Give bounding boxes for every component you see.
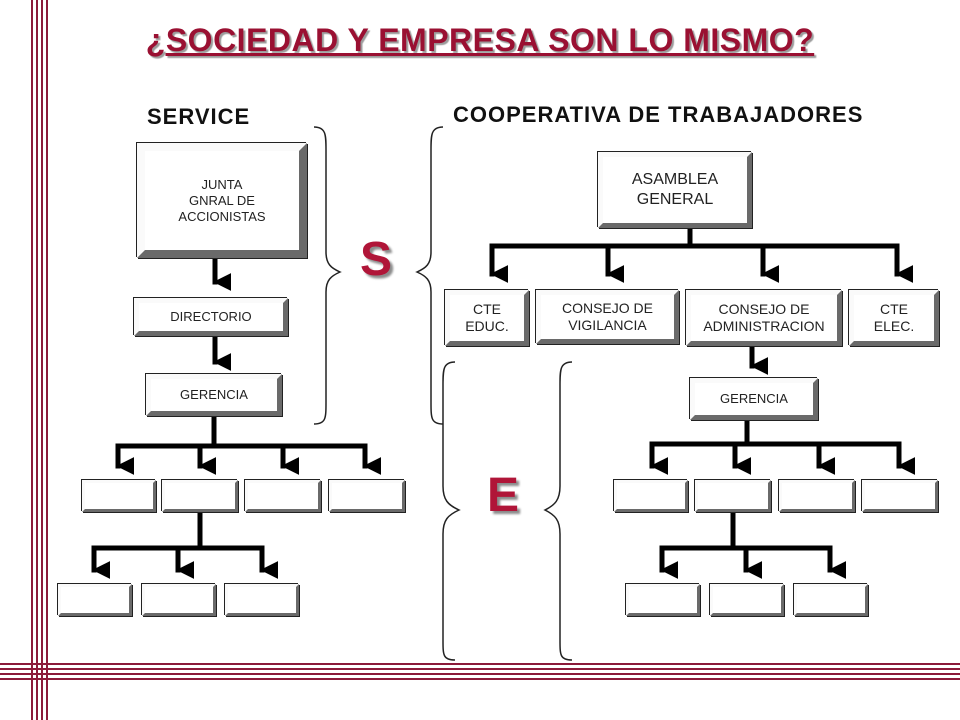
gerencia-right-box: GERENCIA bbox=[690, 378, 818, 420]
right-l2-box-1 bbox=[614, 480, 688, 512]
left-l2-box-2 bbox=[162, 480, 238, 512]
gerencia-right-label: GERENCIA bbox=[720, 391, 788, 406]
right-l2-box-3 bbox=[779, 480, 855, 512]
left-l2-box-1 bbox=[82, 480, 156, 512]
cte-educ-box: CTE EDUC. bbox=[445, 290, 529, 346]
consejo-vigilancia-line-2: VIGILANCIA bbox=[568, 317, 647, 333]
consejo-vigilancia-line-1: CONSEJO DE bbox=[561, 300, 653, 316]
cte-elec-box: CTE ELEC. bbox=[849, 290, 939, 346]
letter-s: S bbox=[360, 233, 393, 286]
consejo-administracion-line-1: CONSEJO DE bbox=[718, 301, 810, 317]
cte-elec-line-1: CTE bbox=[880, 301, 908, 317]
left-l3-box-3 bbox=[225, 584, 299, 616]
brace-e-right bbox=[543, 361, 573, 661]
right-l2-box-2 bbox=[695, 480, 771, 512]
asamblea-line-1: ASAMBLEA bbox=[631, 171, 719, 188]
junta-line-3: ACCIONISTAS bbox=[178, 208, 266, 224]
right-l3-box-2 bbox=[710, 584, 784, 616]
asamblea-box: ASAMBLEA GENERAL bbox=[598, 152, 752, 228]
right-l2-box-4 bbox=[862, 480, 938, 512]
cte-elec-line-2: ELEC. bbox=[873, 318, 915, 334]
junta-box: JUNTA GNRAL DE ACCIONISTAS bbox=[137, 143, 307, 258]
directorio-box: DIRECTORIO bbox=[134, 298, 288, 336]
gerencia-left-box: GERENCIA bbox=[146, 374, 282, 416]
right-l3-box-1 bbox=[626, 584, 700, 616]
consejo-vigilancia-box: CONSEJO DE VIGILANCIA bbox=[536, 290, 679, 344]
directorio-label: DIRECTORIO bbox=[170, 309, 252, 324]
left-l2-box-4 bbox=[329, 480, 405, 512]
cte-educ-line-2: EDUC. bbox=[465, 318, 509, 334]
left-l3-box-2 bbox=[142, 584, 216, 616]
letter-e: E bbox=[487, 469, 520, 522]
cte-educ-line-1: CTE bbox=[473, 301, 501, 317]
left-l2-box-3 bbox=[245, 480, 321, 512]
brace-e-left bbox=[442, 361, 461, 661]
gerencia-left-label: GERENCIA bbox=[180, 387, 248, 402]
junta-line-2: GNRAL DE bbox=[189, 192, 255, 208]
service-heading: SERVICE bbox=[147, 104, 251, 129]
junta-line-1: JUNTA bbox=[201, 176, 243, 192]
consejo-administracion-box: CONSEJO DE ADMINISTRACION bbox=[686, 290, 842, 346]
brace-s-left bbox=[313, 126, 342, 425]
page-title: ¿SOCIEDAD Y EMPRESA SON LO MISMO? bbox=[145, 22, 815, 58]
asamblea-line-2: GENERAL bbox=[636, 191, 714, 208]
consejo-administracion-line-2: ADMINISTRACION bbox=[703, 318, 825, 334]
brace-s-right bbox=[415, 126, 444, 425]
left-l3-box-1 bbox=[58, 584, 132, 616]
right-l3-box-3 bbox=[794, 584, 868, 616]
cooperativa-heading: COOPERATIVA DE TRABAJADORES bbox=[453, 102, 864, 127]
